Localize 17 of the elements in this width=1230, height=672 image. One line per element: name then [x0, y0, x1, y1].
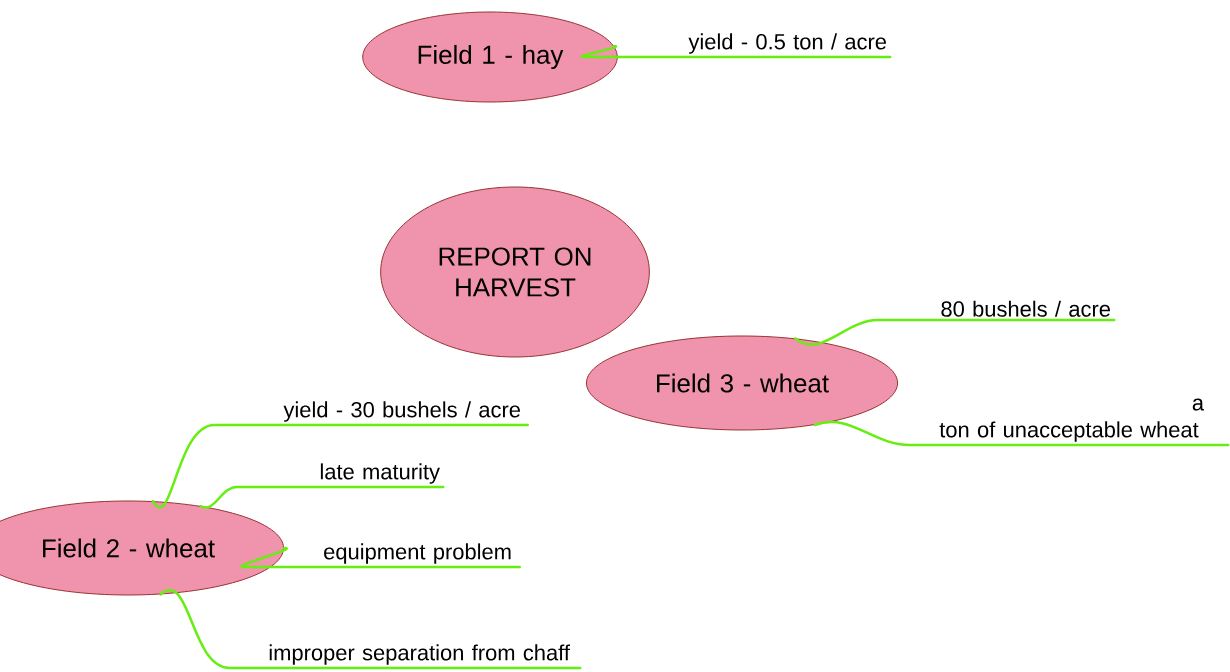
branch-line: [813, 420, 1230, 447]
branch-line: [199, 485, 445, 509]
branch-text: a ton of unacceptable wheat: [939, 398, 1204, 442]
branch-line: [580, 44, 892, 59]
ellipse-node: Field 3 - wheat: [585, 335, 899, 431]
branch-text: 80 bushels / acre: [941, 300, 1110, 317]
branch-line: [240, 546, 521, 569]
branch-line: [793, 318, 1116, 346]
branch-line: [159, 589, 582, 670]
branch-text: late maturity: [320, 463, 440, 484]
ellipse-node: REPORT ON HARVEST: [380, 186, 650, 358]
branch-line: [151, 423, 529, 509]
ellipse-node: Field 1 - hay: [362, 11, 618, 103]
branch-text: improper separation from chaff: [269, 644, 570, 665]
branch-text: yield - 30 bushels / acre: [283, 401, 520, 422]
branch-text: equipment problem: [324, 543, 511, 564]
branch-text: yield - 0.5 ton / acre: [688, 33, 886, 54]
